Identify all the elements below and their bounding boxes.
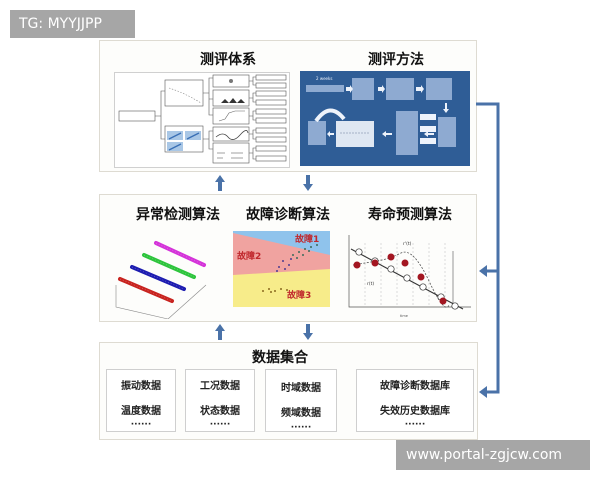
feedback-connector-icon [476,102,500,398]
waveform-3d-icon [115,241,207,320]
flowchart-icon: 2 weeks [306,76,456,155]
fault-1-label: 故障1 [295,233,319,245]
ellipsis: ······ [404,420,426,430]
fault-diagnosis-title: 故障诊断算法 [246,207,330,223]
evaluation-panel: 测评体系 测评方法 [99,40,477,172]
svg-text:r'(t): r'(t) [403,241,412,247]
fault-classification-icon: 故障1 故障2 故障3 [233,231,330,307]
evaluation-system-title: 测评体系 [200,52,256,68]
watermark-top: TG: MYYJJPP [10,10,135,38]
evaluation-method-figure: 2 weeks [300,71,470,166]
metrics-tree-figure [114,72,290,168]
tree-diagram-icon [118,74,287,164]
data-box-sensor: 振动数据 温度数据 ······ [106,369,176,432]
algorithm-panel: 异常检测算法 故障诊断算法 寿命预测算法 [99,194,477,322]
data-box-database: 故障诊断数据库 失效历史数据库 ······ [356,369,474,432]
fault-2-label: 故障2 [237,250,261,262]
anomaly-detection-title: 异常检测算法 [136,207,220,223]
arrow-down-to-data-icon [303,324,313,340]
anomaly-waveform-figure [110,227,210,320]
data-item: 失效历史数据库 [380,406,450,417]
arrow-up-from-data-icon [215,324,225,340]
ellipsis: ······ [209,420,231,430]
svg-text:2 weeks: 2 weeks [316,76,332,81]
data-item: 温度数据 [121,406,161,417]
arrow-down-from-method-icon [303,175,313,191]
fault-diagnosis-figure: 故障1 故障2 故障3 [233,231,330,307]
evaluation-method-title: 测评方法 [368,52,424,68]
watermark-bottom: www.portal-zgjcw.com [396,440,590,470]
data-panel: 数据集合 振动数据 温度数据 ······ 工况数据 状态数据 ······ 时… [99,342,478,440]
ellipsis: ······ [290,423,312,433]
svg-text:time: time [400,314,408,318]
data-box-condition: 工况数据 状态数据 ······ [185,369,255,432]
data-item: 工况数据 [200,381,240,392]
data-item: 故障诊断数据库 [380,381,450,392]
rul-chart-icon: r'(t) r(t) time [348,235,471,318]
arrow-up-to-system-icon [215,175,225,191]
svg-text:r(t): r(t) [367,281,374,287]
data-item: 频域数据 [281,408,321,419]
data-item: 振动数据 [121,381,161,392]
ellipsis: ······ [130,420,152,430]
data-box-domain: 时域数据 频域数据 ······ [265,369,337,433]
life-prediction-figure: r'(t) r(t) time [345,231,475,319]
data-item: 时域数据 [281,383,321,394]
data-collection-title: 数据集合 [252,350,308,366]
data-item: 状态数据 [200,406,240,417]
life-prediction-title: 寿命预测算法 [368,207,452,223]
fault-3-label: 故障3 [287,289,311,301]
